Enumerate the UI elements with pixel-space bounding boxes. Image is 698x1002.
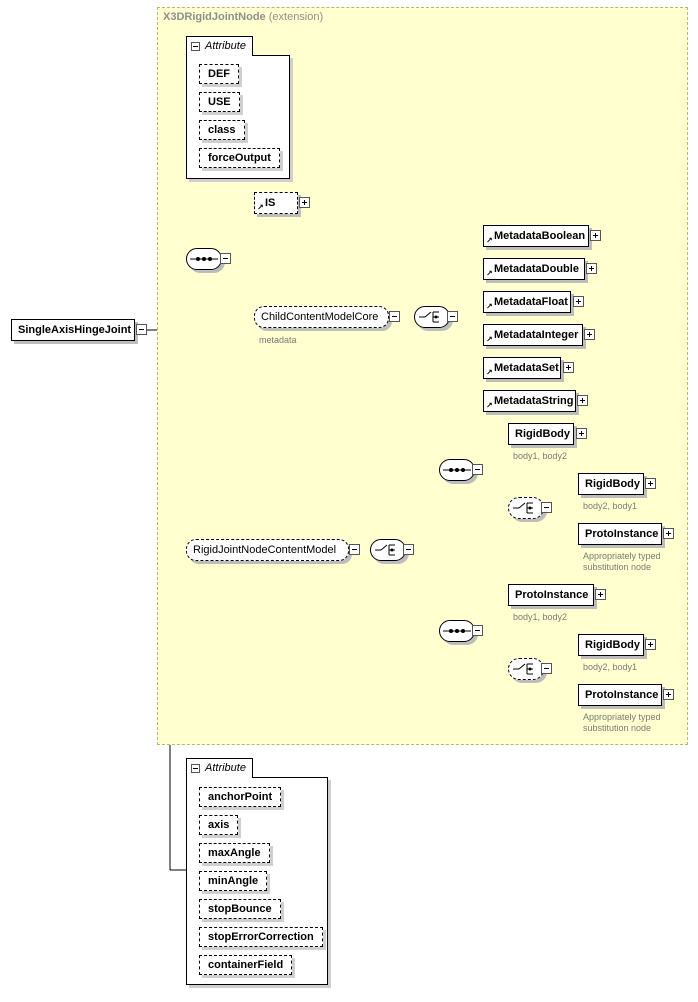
expand-icon[interactable] — [573, 296, 584, 307]
collapse-toggle-icon[interactable] — [472, 625, 483, 636]
attribute-class[interactable]: class — [199, 120, 245, 140]
rigid-body-element[interactable]: RigidBody — [508, 423, 574, 445]
metadata-string-element[interactable]: ↗MetadataString — [483, 390, 576, 412]
element-sub: body2, body1 — [583, 501, 638, 511]
child-content-label: ChildContentModelCore — [261, 311, 379, 323]
collapse-toggle-icon[interactable] — [447, 311, 458, 322]
choice-compositor[interactable] — [370, 539, 406, 561]
attribute-def[interactable]: DEF — [199, 64, 239, 84]
element-sub: substitution node — [583, 562, 652, 572]
expand-icon[interactable] — [645, 478, 656, 489]
ref-arrow-icon: ↗ — [486, 269, 493, 278]
collapse-icon[interactable] — [191, 763, 200, 773]
attribute-group-tab[interactable]: Attribute — [186, 36, 253, 56]
sequence-compositor[interactable] — [186, 248, 222, 270]
collapse-toggle-icon[interactable] — [541, 663, 552, 674]
expand-icon[interactable] — [590, 230, 601, 241]
expand-icon[interactable] — [576, 428, 587, 439]
collapse-toggle-icon[interactable] — [541, 502, 552, 513]
attribute-containerfield[interactable]: containerField — [199, 955, 293, 975]
proto-instance-element[interactable]: ProtoInstance — [578, 684, 662, 706]
element-sub: body1, body2 — [513, 612, 568, 622]
attribute-forceoutput[interactable]: forceOutput — [199, 148, 280, 168]
collapse-toggle-icon[interactable] — [349, 544, 360, 555]
attribute-axis[interactable]: axis — [199, 815, 239, 835]
optional-choice-compositor[interactable] — [508, 658, 544, 680]
ref-arrow-icon: ↗ — [257, 203, 264, 212]
attribute-group-tab[interactable]: Attribute — [186, 758, 253, 778]
attribute-stoperrorcorrection[interactable]: stopErrorCorrection — [199, 927, 323, 947]
choice-compositor[interactable] — [414, 306, 450, 328]
attribute-anchorpoint[interactable]: anchorPoint — [199, 787, 282, 807]
collapse-icon[interactable] — [191, 41, 200, 51]
child-content-model-group[interactable]: ChildContentModelCore — [254, 306, 389, 328]
root-element-label: SingleAxisHingeJoint — [18, 324, 132, 336]
expand-icon[interactable] — [586, 263, 597, 274]
root-element[interactable]: SingleAxisHingeJoint — [11, 319, 135, 341]
element-sub: Appropriately typed — [583, 551, 661, 561]
collapse-toggle-icon[interactable] — [389, 311, 400, 322]
metadata-float-element[interactable]: ↗MetadataFloat — [483, 291, 571, 313]
element-sub: body2, body1 — [583, 662, 638, 672]
ref-arrow-icon: ↗ — [486, 368, 493, 377]
ref-arrow-icon: ↗ — [486, 401, 493, 410]
attribute-use[interactable]: USE — [199, 92, 240, 112]
element-sub: substitution node — [583, 723, 652, 733]
optional-choice-compositor[interactable] — [508, 497, 544, 519]
expand-icon[interactable] — [299, 197, 310, 208]
metadata-double-element[interactable]: ↗MetadataDouble — [483, 258, 585, 280]
collapse-toggle-icon[interactable] — [220, 253, 231, 264]
expand-icon[interactable] — [577, 395, 588, 406]
expand-icon[interactable] — [663, 528, 674, 539]
proto-instance-element[interactable]: ProtoInstance — [508, 584, 594, 606]
proto-instance-element[interactable]: ProtoInstance — [578, 523, 662, 545]
element-sub: Appropriately typed — [583, 712, 661, 722]
ref-arrow-icon: ↗ — [486, 236, 493, 245]
attribute-stopbounce[interactable]: stopBounce — [199, 899, 281, 919]
attribute-group-top: Attribute DEF USE class forceOutput — [186, 36, 290, 179]
ref-arrow-icon: ↗ — [486, 335, 493, 344]
collapse-toggle-icon[interactable] — [472, 464, 483, 475]
expand-icon[interactable] — [584, 329, 595, 340]
expand-icon[interactable] — [595, 589, 606, 600]
rigid-body-element[interactable]: RigidBody — [578, 473, 644, 495]
is-label: IS — [265, 197, 276, 209]
expand-icon[interactable] — [645, 639, 656, 650]
metadata-boolean-element[interactable]: ↗MetadataBoolean — [483, 225, 589, 247]
collapse-toggle-icon[interactable] — [136, 324, 147, 335]
extension-title: X3DRigidJointNode (extension) — [163, 11, 324, 23]
sequence-compositor[interactable] — [439, 620, 475, 642]
sequence-compositor[interactable] — [439, 459, 475, 481]
attribute-minangle[interactable]: minAngle — [199, 871, 268, 891]
metadata-set-element[interactable]: ↗MetadataSet — [483, 357, 561, 379]
attribute-maxangle[interactable]: maxAngle — [199, 843, 270, 863]
expand-icon[interactable] — [563, 362, 574, 373]
metadata-integer-element[interactable]: ↗MetadataInteger — [483, 324, 583, 346]
attribute-group-bottom: Attribute anchorPoint axis maxAngle minA… — [186, 758, 328, 985]
child-content-sub: metadata — [259, 335, 297, 345]
rigid-joint-content-label: RigidJointNodeContentModel — [193, 544, 337, 556]
rigid-body-element[interactable]: RigidBody — [578, 634, 644, 656]
expand-icon[interactable] — [663, 689, 674, 700]
element-sub: body1, body2 — [513, 451, 568, 461]
rigid-joint-content-model-group[interactable]: RigidJointNodeContentModel — [186, 539, 349, 561]
collapse-toggle-icon[interactable] — [403, 544, 414, 555]
is-element[interactable]: ↗ IS — [254, 192, 298, 214]
ref-arrow-icon: ↗ — [486, 302, 493, 311]
